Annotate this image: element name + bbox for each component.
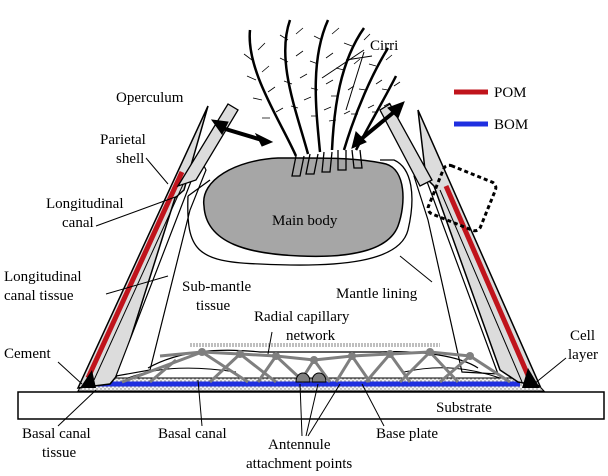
label-radial-capillary-1: Radial capillary [254, 309, 350, 325]
label-sub-mantle-tissue-1: Sub-mantle [182, 279, 251, 295]
right-parietal-shell [417, 109, 542, 387]
label-cirri: Cirri [370, 38, 398, 54]
label-longitudinal-canal-tissue-1: Longitudinal [4, 269, 82, 285]
label-parietal-shell-2: shell [116, 151, 144, 167]
label-basal-canal-tissue-2: tissue [42, 445, 77, 461]
label-mantle-lining: Mantle lining [336, 286, 418, 302]
left-longitudinal-canal [85, 170, 185, 380]
label-basal-canal-tissue-1: Basal canal [22, 426, 91, 442]
capillary-nodes [198, 348, 474, 364]
label-longitudinal-canal-1: Longitudinal [46, 196, 124, 212]
right-operculum-plate [379, 103, 433, 187]
label-cell-layer-1: Cell [570, 328, 595, 344]
antennule-attachment-points [295, 372, 327, 383]
right-inner-plate [413, 166, 499, 375]
label-sub-mantle-tissue-2: tissue [196, 298, 231, 314]
label-cement: Cement [4, 346, 51, 362]
label-substrate: Substrate [436, 400, 492, 416]
label-base-plate: Base plate [376, 426, 438, 442]
operculum-movement-arrows [210, 101, 405, 149]
cirri [243, 19, 401, 177]
left-parietal-shell [76, 105, 209, 389]
label-longitudinal-canal-2: canal [62, 215, 94, 231]
legend-bom-label: BOM [494, 117, 528, 133]
label-main-body: Main body [272, 213, 338, 229]
label-radial-capillary-2: network [286, 328, 336, 344]
legend-pom-label: POM [494, 85, 527, 101]
legend: POM BOM [454, 85, 528, 133]
highlight-box [426, 163, 498, 233]
label-basal-canal: Basal canal [158, 426, 227, 442]
right-longitudinal-canal [443, 185, 533, 381]
label-parietal-shell-1: Parietal [100, 132, 146, 148]
label-operculum: Operculum [116, 90, 184, 106]
label-cell-layer-2: layer [568, 347, 598, 363]
label-antennule-1: Antennule [268, 437, 331, 453]
mantle-lining [187, 159, 413, 266]
label-antennule-2: attachment points [246, 456, 352, 472]
label-longitudinal-canal-tissue-2: canal tissue [4, 288, 74, 304]
left-inner-plate [115, 156, 207, 377]
leader-lines [57, 49, 567, 437]
cell-layer-left [80, 370, 96, 388]
main-body [203, 157, 404, 258]
